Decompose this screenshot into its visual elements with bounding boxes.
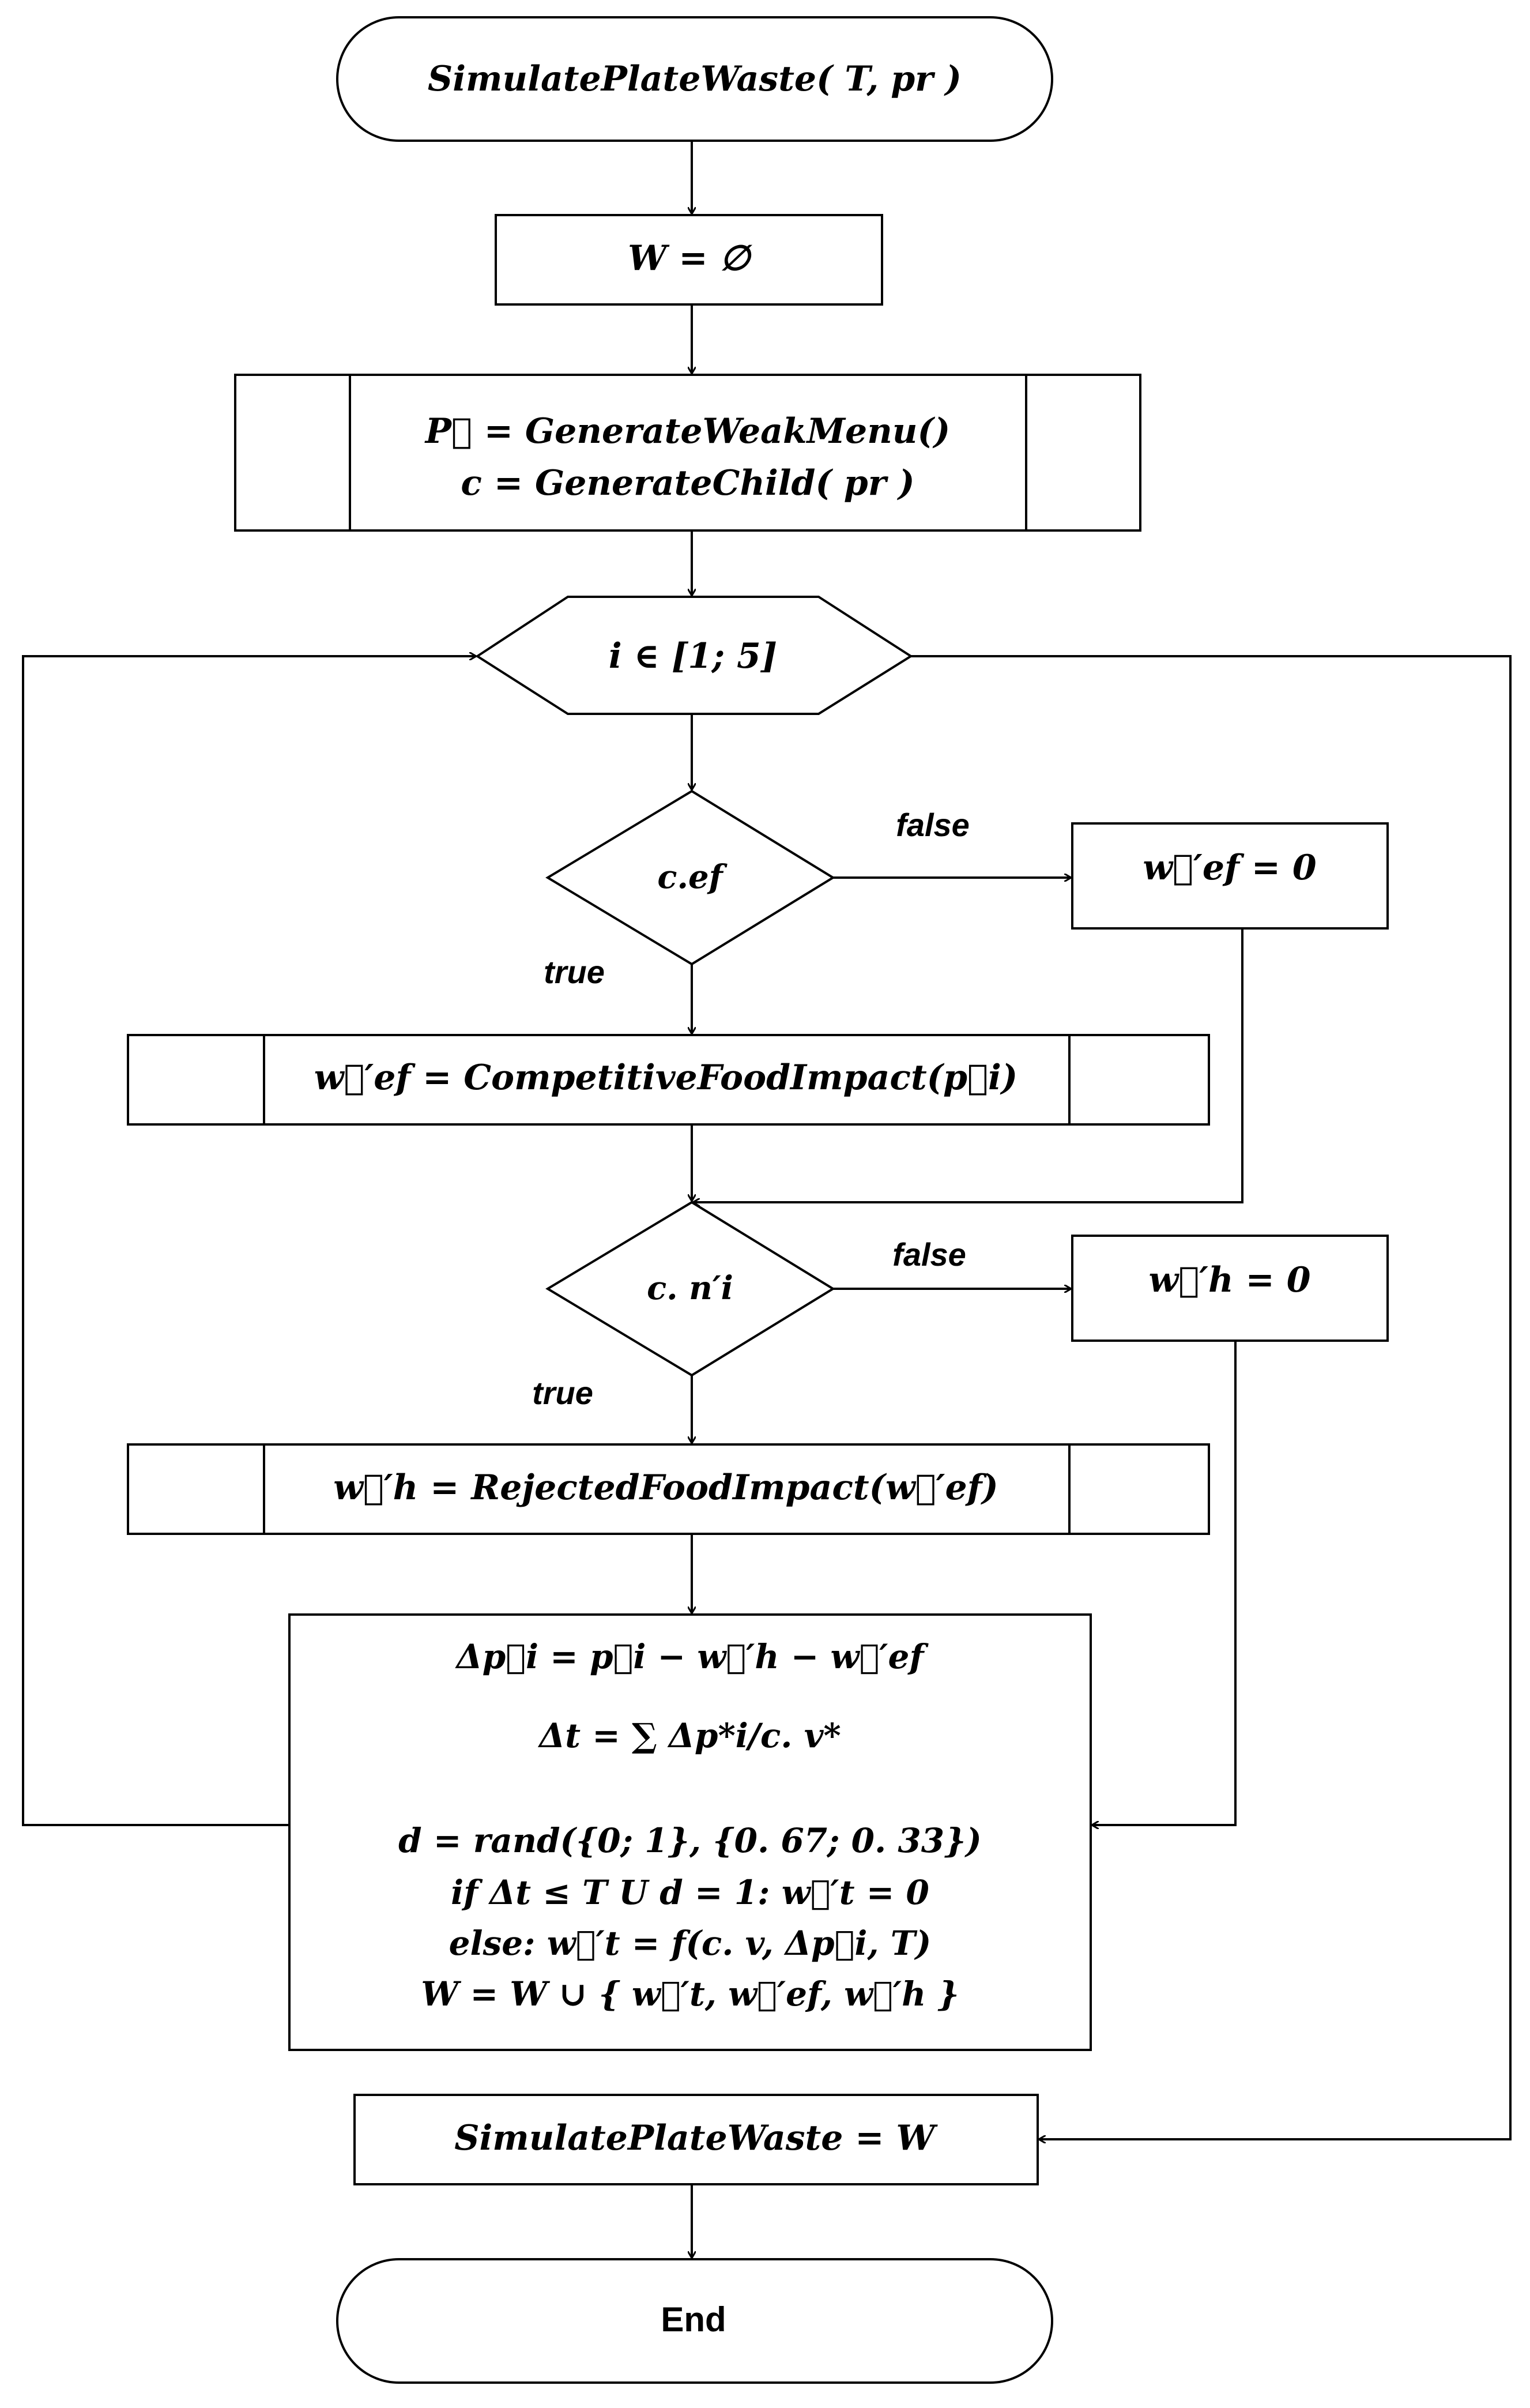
compute-line1: Δp⃗i = p⃗i − w⃗′h − w⃗′ef xyxy=(455,1637,929,1676)
decision-n-label: c. n′i xyxy=(647,1269,733,1307)
setup-line1: P⃗ = GenerateWeakMenu() xyxy=(424,411,951,452)
zero-h-process xyxy=(1071,1235,1389,1342)
decision-n-false-label: false xyxy=(892,1236,966,1273)
rejected-label: w⃗′h = RejectedFoodImpact(w⃗′ef) xyxy=(333,1468,998,1508)
arrow-loop-exit xyxy=(911,655,1512,2139)
compute-line3: d = rand({0; 1}, {0. 67; 0. 33}) xyxy=(398,1821,982,1860)
setup-predefined-process xyxy=(234,374,1141,532)
rejected-predefined-process xyxy=(127,1443,1210,1535)
zero-ef-label: w⃗′ef = 0 xyxy=(1143,848,1317,888)
compute-process xyxy=(288,1613,1092,2051)
compute-line6: W = W ∪ { w⃗′t, w⃗′ef, w⃗′h } xyxy=(421,1974,959,2014)
arrow-zero-h-merge xyxy=(1092,1341,1237,1825)
zero-ef-process xyxy=(1071,822,1389,930)
decision-n-true-label: true xyxy=(532,1375,593,1411)
decision-ef-false-label: false xyxy=(896,807,970,843)
end-terminator xyxy=(336,2258,1053,2384)
init-label: W = ∅ xyxy=(628,238,752,279)
compute-line2: Δt = ∑ Δp*i/c. v* xyxy=(537,1716,841,1755)
compute-line4: if Δt ≤ T U d = 1: w⃗′t = 0 xyxy=(451,1873,929,1912)
setup-line2: c = GenerateChild( pr ) xyxy=(461,463,914,503)
zero-h-label: w⃗′h = 0 xyxy=(1149,1260,1311,1300)
loop-label: i ∈ [1; 5] xyxy=(609,636,777,676)
start-label: SimulatePlateWaste( T, pr ) xyxy=(428,59,962,99)
arrow-loop-back xyxy=(22,656,476,1826)
arrow-zero-ef-merge xyxy=(693,928,1243,1202)
compute-line5: else: w⃗′t = f(c. v, Δp⃗i, T) xyxy=(449,1924,932,1963)
competitive-predefined-process xyxy=(127,1034,1210,1126)
decision-ef-label: c.ef xyxy=(657,858,728,896)
result-process xyxy=(353,2094,1039,2185)
decision-ef-true-label: true xyxy=(544,954,605,990)
competitive-label: w⃗′ef = CompetitiveFoodImpact(p⃗i) xyxy=(314,1058,1018,1098)
end-label: End xyxy=(661,2300,726,2339)
result-label: SimulatePlateWaste = W xyxy=(454,2118,938,2158)
start-terminator xyxy=(336,16,1053,142)
init-process xyxy=(495,214,883,306)
